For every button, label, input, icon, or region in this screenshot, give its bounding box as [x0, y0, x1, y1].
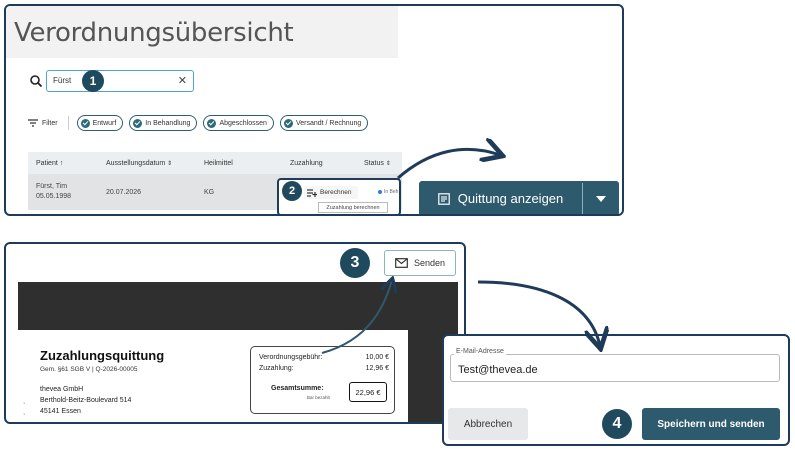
col-header-status[interactable]: Status ⇕: [364, 159, 391, 167]
chip-label: Abgeschlossen: [219, 119, 267, 127]
total-value: 22,96 €: [349, 382, 387, 402]
calculate-icon: [307, 188, 317, 197]
receipt-dropdown-toggle[interactable]: [583, 181, 619, 214]
email-dialog-panel: E-Mail-Adresse Test@thevea.de Abbrechen …: [442, 334, 790, 446]
col-header-remedy: Heilmittel: [204, 159, 233, 167]
chip-label: Entwurf: [92, 119, 117, 127]
filter-chip-in-treatment[interactable]: In Behandlung: [129, 115, 198, 131]
paid-note: Bar bezahlt: [307, 395, 330, 400]
receipt-document: Zuzahlungsquittung Gem. §61 SGB V | Q-20…: [18, 330, 408, 422]
receipt-title: Zuzahlungsquittung: [40, 348, 165, 363]
caret-down-icon: [596, 195, 606, 202]
mail-icon: [395, 258, 408, 268]
send-button[interactable]: Senden: [384, 250, 456, 276]
email-field[interactable]: [450, 354, 780, 382]
check-icon: [207, 118, 217, 128]
sort-up-icon: ↑: [59, 159, 64, 167]
step-badge-2: 2: [282, 181, 302, 201]
chip-label: In Behandlung: [145, 119, 191, 127]
save-and-send-button[interactable]: Speichern und senden: [642, 408, 780, 440]
filter-chip-draft[interactable]: Entwurf: [76, 115, 124, 131]
chip-label: Versandt / Rechnung: [295, 119, 362, 127]
cell-patient: Fürst, Tim 05.05.1998: [36, 183, 72, 200]
calculate-label: Berechnen: [320, 189, 352, 196]
filter-chip-sent-invoice[interactable]: Versandt / Rechnung: [279, 115, 369, 131]
filter-chip-completed[interactable]: Abgeschlossen: [203, 115, 274, 131]
table-header: Patient ↑ Ausstellungsdatum ⇕ Heilmittel…: [28, 152, 402, 174]
receipt-address: thevea GmbH Berthold-Beitz-Boulevard 514…: [40, 386, 132, 415]
receipt-summary-box: Verordnungsgebühr:10,00 € Zuzahlung:12,9…: [250, 346, 395, 414]
email-field-label: E-Mail-Adresse: [454, 348, 506, 355]
show-receipt-label: Quittung anzeigen: [457, 191, 564, 206]
cell-date: 20.07.2026: [106, 188, 142, 196]
show-receipt-button[interactable]: Quittung anzeigen: [419, 181, 582, 214]
page-title: Verordnungsübersicht: [14, 18, 294, 48]
step-badge-1: 1: [82, 70, 104, 92]
cell-remedy: KG: [204, 188, 215, 196]
filter-icon: [28, 119, 38, 127]
check-icon: [80, 118, 90, 128]
calculate-tooltip: Zuzahlung berechnen: [318, 202, 388, 213]
filter-button[interactable]: Filter: [28, 116, 69, 130]
title-bar: Verordnungsübersicht: [6, 6, 398, 58]
col-header-patient[interactable]: Patient ↑: [36, 159, 64, 167]
send-label: Senden: [413, 258, 446, 268]
receipt-icon: [437, 192, 450, 205]
prescription-overview-panel: Verordnungsübersicht Fürst ✕ 1 Filter En…: [4, 4, 624, 216]
calculate-button[interactable]: Berechnen: [304, 186, 358, 199]
search-bar: Fürst ✕: [28, 70, 198, 92]
email-value: Test@thevea.de: [458, 364, 538, 376]
cancel-button[interactable]: Abbrechen: [448, 408, 528, 440]
check-icon: [133, 118, 143, 128]
search-icon: [28, 73, 44, 89]
receipt-preview-panel: 3 Senden Zuzahlungsquittung Gem. §61 SGB…: [4, 242, 466, 424]
step-badge-3: 3: [340, 248, 370, 278]
search-input[interactable]: Fürst ✕: [46, 70, 194, 92]
receipt-subtitle: Gem. §61 SGB V | Q-2026-00005: [40, 366, 138, 373]
col-header-date[interactable]: Ausstellungsdatum ⇕: [106, 159, 173, 167]
sort-icon: ⇕: [167, 160, 173, 167]
step-badge-4: 4: [602, 409, 632, 439]
margin-marks: ··: [23, 400, 26, 418]
status-badge: In Beh: [378, 189, 398, 195]
filter-label: Filter: [42, 119, 58, 127]
filter-bar: Filter Entwurf In Behandlung Abgeschloss…: [28, 114, 369, 132]
search-value: Fürst: [53, 76, 72, 85]
total-label: Gesamtsumme:: [271, 385, 324, 392]
preview-header-band: [18, 282, 458, 330]
sort-icon: ⇕: [385, 160, 391, 167]
col-header-copay: Zuzahlung: [290, 159, 323, 167]
check-icon: [283, 118, 293, 128]
receipt-split-button: Quittung anzeigen: [419, 181, 619, 214]
clear-icon[interactable]: ✕: [177, 75, 187, 87]
